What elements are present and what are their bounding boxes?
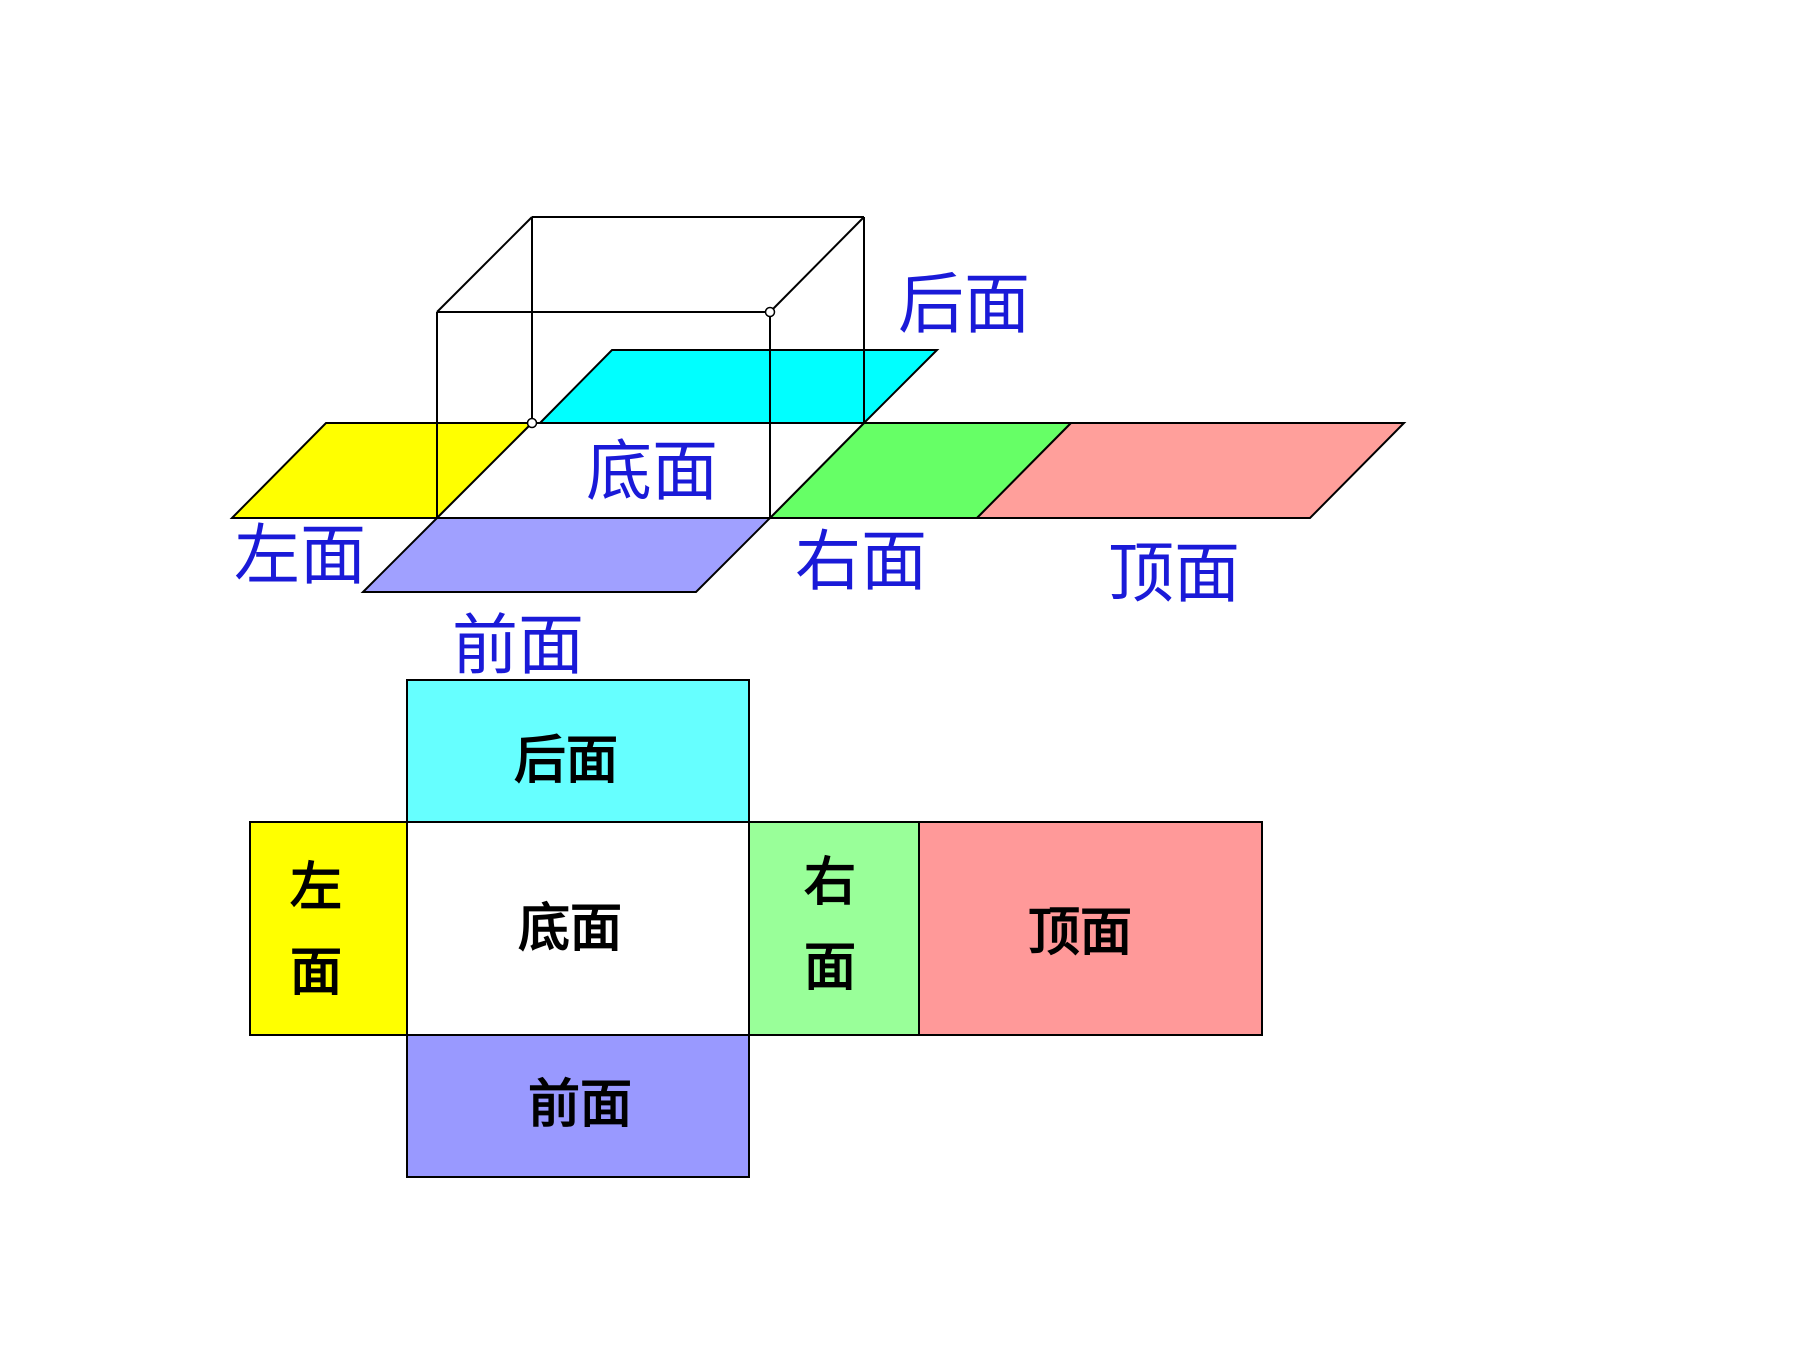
vertex-marker — [526, 417, 538, 429]
unfolding-figure: 后面 底面 左面 右面 顶面 前面 — [229, 216, 1407, 684]
label-bottom: 底面 — [586, 433, 718, 510]
net-front-face — [406, 1034, 750, 1178]
back-face-parallelogram — [537, 349, 940, 424]
net-right-face — [748, 821, 920, 1036]
net-label-bottom: 底面 — [518, 899, 622, 959]
net-label-left-line2: 面 — [290, 943, 342, 1003]
label-left: 左面 — [234, 517, 366, 594]
cuboid-wireframe — [436, 216, 865, 518]
front-face-parallelogram — [360, 517, 773, 593]
vertex-marker — [764, 306, 776, 318]
net-label-back: 后面 — [514, 731, 618, 791]
net-bottom-face — [406, 821, 750, 1036]
net-left-face — [249, 821, 408, 1036]
net-label-front: 前面 — [528, 1075, 632, 1135]
label-back: 后面 — [898, 266, 1030, 343]
label-right: 右面 — [795, 523, 927, 600]
net-label-right-line1: 右 — [804, 853, 856, 913]
label-front: 前面 — [452, 607, 584, 684]
top-face-parallelogram — [974, 422, 1407, 519]
net-label-top: 顶面 — [1028, 903, 1132, 963]
net-label-left-line1: 左 — [290, 858, 342, 918]
net-top-face — [918, 821, 1263, 1036]
flat-net: 后面 左 面 底面 右 面 顶面 前面 — [249, 679, 1263, 1178]
label-top: 顶面 — [1108, 535, 1240, 612]
net-label-right-line2: 面 — [804, 938, 856, 998]
